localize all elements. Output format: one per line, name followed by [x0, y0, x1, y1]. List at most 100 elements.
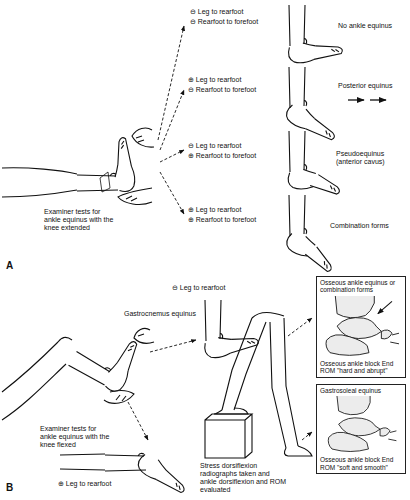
- outcome-foot: [310, 173, 342, 195]
- outcome-foot: [203, 328, 260, 361]
- outcome-foot: [287, 5, 343, 65]
- radiograph-picture: [320, 296, 402, 358]
- radiograph-arrow: [288, 318, 312, 336]
- examiner-knee-flexed: [2, 342, 66, 420]
- panel-letter: B: [6, 482, 26, 494]
- condition-label: ⊖ Leg to rearfoot: [190, 8, 270, 16]
- condition-label: ⊖ Rearfoot to forefoot: [188, 86, 270, 94]
- standing-figure: [270, 318, 298, 448]
- direction-arrow: [348, 99, 386, 100]
- examiner-knee-extended: [109, 137, 137, 193]
- examiner-knee-flexed: [103, 361, 131, 394]
- condition-label: ⊕ Leg to rearfoot: [188, 76, 268, 84]
- examiner-knee-extended: [132, 128, 154, 147]
- examiner-knee-flexed: [69, 350, 113, 386]
- outcome-foot: [60, 454, 105, 470]
- examiner-knee-flexed: [104, 391, 134, 404]
- standing-figure: [214, 408, 248, 414]
- condition-label: ⊕ Rearfoot to forefoot: [188, 216, 270, 224]
- direction-arrow: [348, 99, 364, 100]
- panel-letter: A: [6, 260, 26, 272]
- radiograph-bones: [326, 296, 399, 355]
- test-caption: Examiner tests for ankle equinus with th…: [40, 425, 112, 449]
- outcome-foot: [284, 231, 317, 259]
- examiner-knee-extended: [2, 128, 154, 204]
- outcome-foot: [283, 102, 317, 131]
- outcome-foot: [105, 452, 191, 496]
- outcome-foot: [289, 195, 307, 236]
- outcome-foot: [203, 335, 235, 361]
- test-arrow: [160, 150, 184, 162]
- outcome-foot: [306, 117, 338, 141]
- examiner-knee-extended: [118, 188, 152, 204]
- outcome-foot: [203, 300, 260, 360]
- inset-heading: Gastrosoleal equinus: [320, 387, 402, 394]
- outcome-label: Posterior equinus: [338, 82, 406, 90]
- direction-arrow: [370, 99, 386, 100]
- outcome-foot: [281, 195, 341, 275]
- examiner-knee-extended: [100, 172, 110, 192]
- radiograph-bones: [328, 396, 396, 452]
- outcome-foot: [305, 244, 336, 273]
- standing-figure: [222, 318, 266, 410]
- outcome-foot: [105, 453, 146, 471]
- condition-label: ⊕ Leg to rearfoot: [188, 206, 268, 214]
- outcome-foot: [305, 244, 336, 273]
- examiner-knee-flexed: [2, 318, 154, 420]
- condition-label: ⊕ Rearfoot to forefoot: [188, 152, 270, 160]
- test-caption: Examiner tests for ankle equinus with th…: [44, 208, 116, 232]
- examiner-knee-flexed: [68, 318, 148, 397]
- radiograph-arrow: [302, 432, 312, 440]
- outcome-foot: [289, 67, 307, 108]
- outcome-foot: [227, 333, 259, 353]
- outcome-label: Combination forms: [330, 222, 406, 230]
- standing-figure: [205, 312, 312, 458]
- standing-figure: [205, 414, 252, 458]
- standing-figure: [252, 312, 284, 318]
- examiner-knee-extended: [2, 168, 77, 197]
- test-arrow: [160, 172, 184, 214]
- examiner-knee-extended: [77, 137, 137, 193]
- outcome-foot: [156, 468, 188, 494]
- examiner-knee-extended: [113, 162, 137, 193]
- radiograph-inset: Gastrosoleal equinusOsseous ankle block …: [316, 384, 406, 474]
- test-arrow: [128, 340, 196, 440]
- radiograph-picture: [320, 296, 402, 358]
- outcome-foot: [281, 5, 343, 275]
- inset-caption: Osseous ankle block End ROM "hard and ab…: [320, 360, 402, 375]
- examiner-knee-flexed: [103, 337, 139, 394]
- test-arrow: [128, 402, 148, 440]
- radiograph-picture: [320, 396, 402, 454]
- radiograph-picture: [320, 396, 402, 454]
- outcome-foot: [310, 173, 342, 195]
- inset-heading: Osseous ankle equinus or combination for…: [320, 279, 402, 294]
- standing-figure: [284, 446, 312, 456]
- outcome-foot: [287, 131, 343, 200]
- radiograph-inset: Osseous ankle equinus or combination for…: [316, 276, 406, 378]
- examiner-knee-flexed: [116, 339, 138, 371]
- outcome-foot: [289, 131, 307, 172]
- outcome-foot: [135, 452, 169, 483]
- outcome-label: Pseudoequinus (anterior cavus): [336, 150, 406, 166]
- radiograph-arrow: [288, 318, 312, 440]
- test-arrow: [158, 26, 184, 140]
- examiner-knee-extended: [113, 137, 131, 168]
- outcome-label: No ankle equinus: [338, 22, 406, 30]
- examiner-knee-flexed: [58, 337, 72, 342]
- condition-label: ⊖ Leg to rearfoot: [188, 142, 268, 150]
- test-arrow: [158, 26, 184, 214]
- outcome-foot: [312, 41, 343, 59]
- procedure-caption: Stress dorsiflexion radiographs taken an…: [200, 462, 288, 494]
- examiner-knee-flexed: [134, 328, 154, 343]
- condition-label: ⊖ Leg to rearfoot: [172, 284, 248, 292]
- outcome-foot: [281, 231, 341, 275]
- outcome-label: Gastrocnemus equinus: [124, 310, 204, 318]
- test-arrow: [150, 340, 196, 352]
- inset-caption: Osseous ankle block End ROM "soft and sm…: [320, 456, 402, 471]
- outcome-foot: [287, 41, 318, 65]
- outcome-foot: [287, 166, 343, 200]
- condition-label: ⊖ Rearfoot to forefoot: [190, 18, 272, 26]
- outcome-foot: [283, 67, 340, 142]
- test-arrow: [160, 90, 184, 150]
